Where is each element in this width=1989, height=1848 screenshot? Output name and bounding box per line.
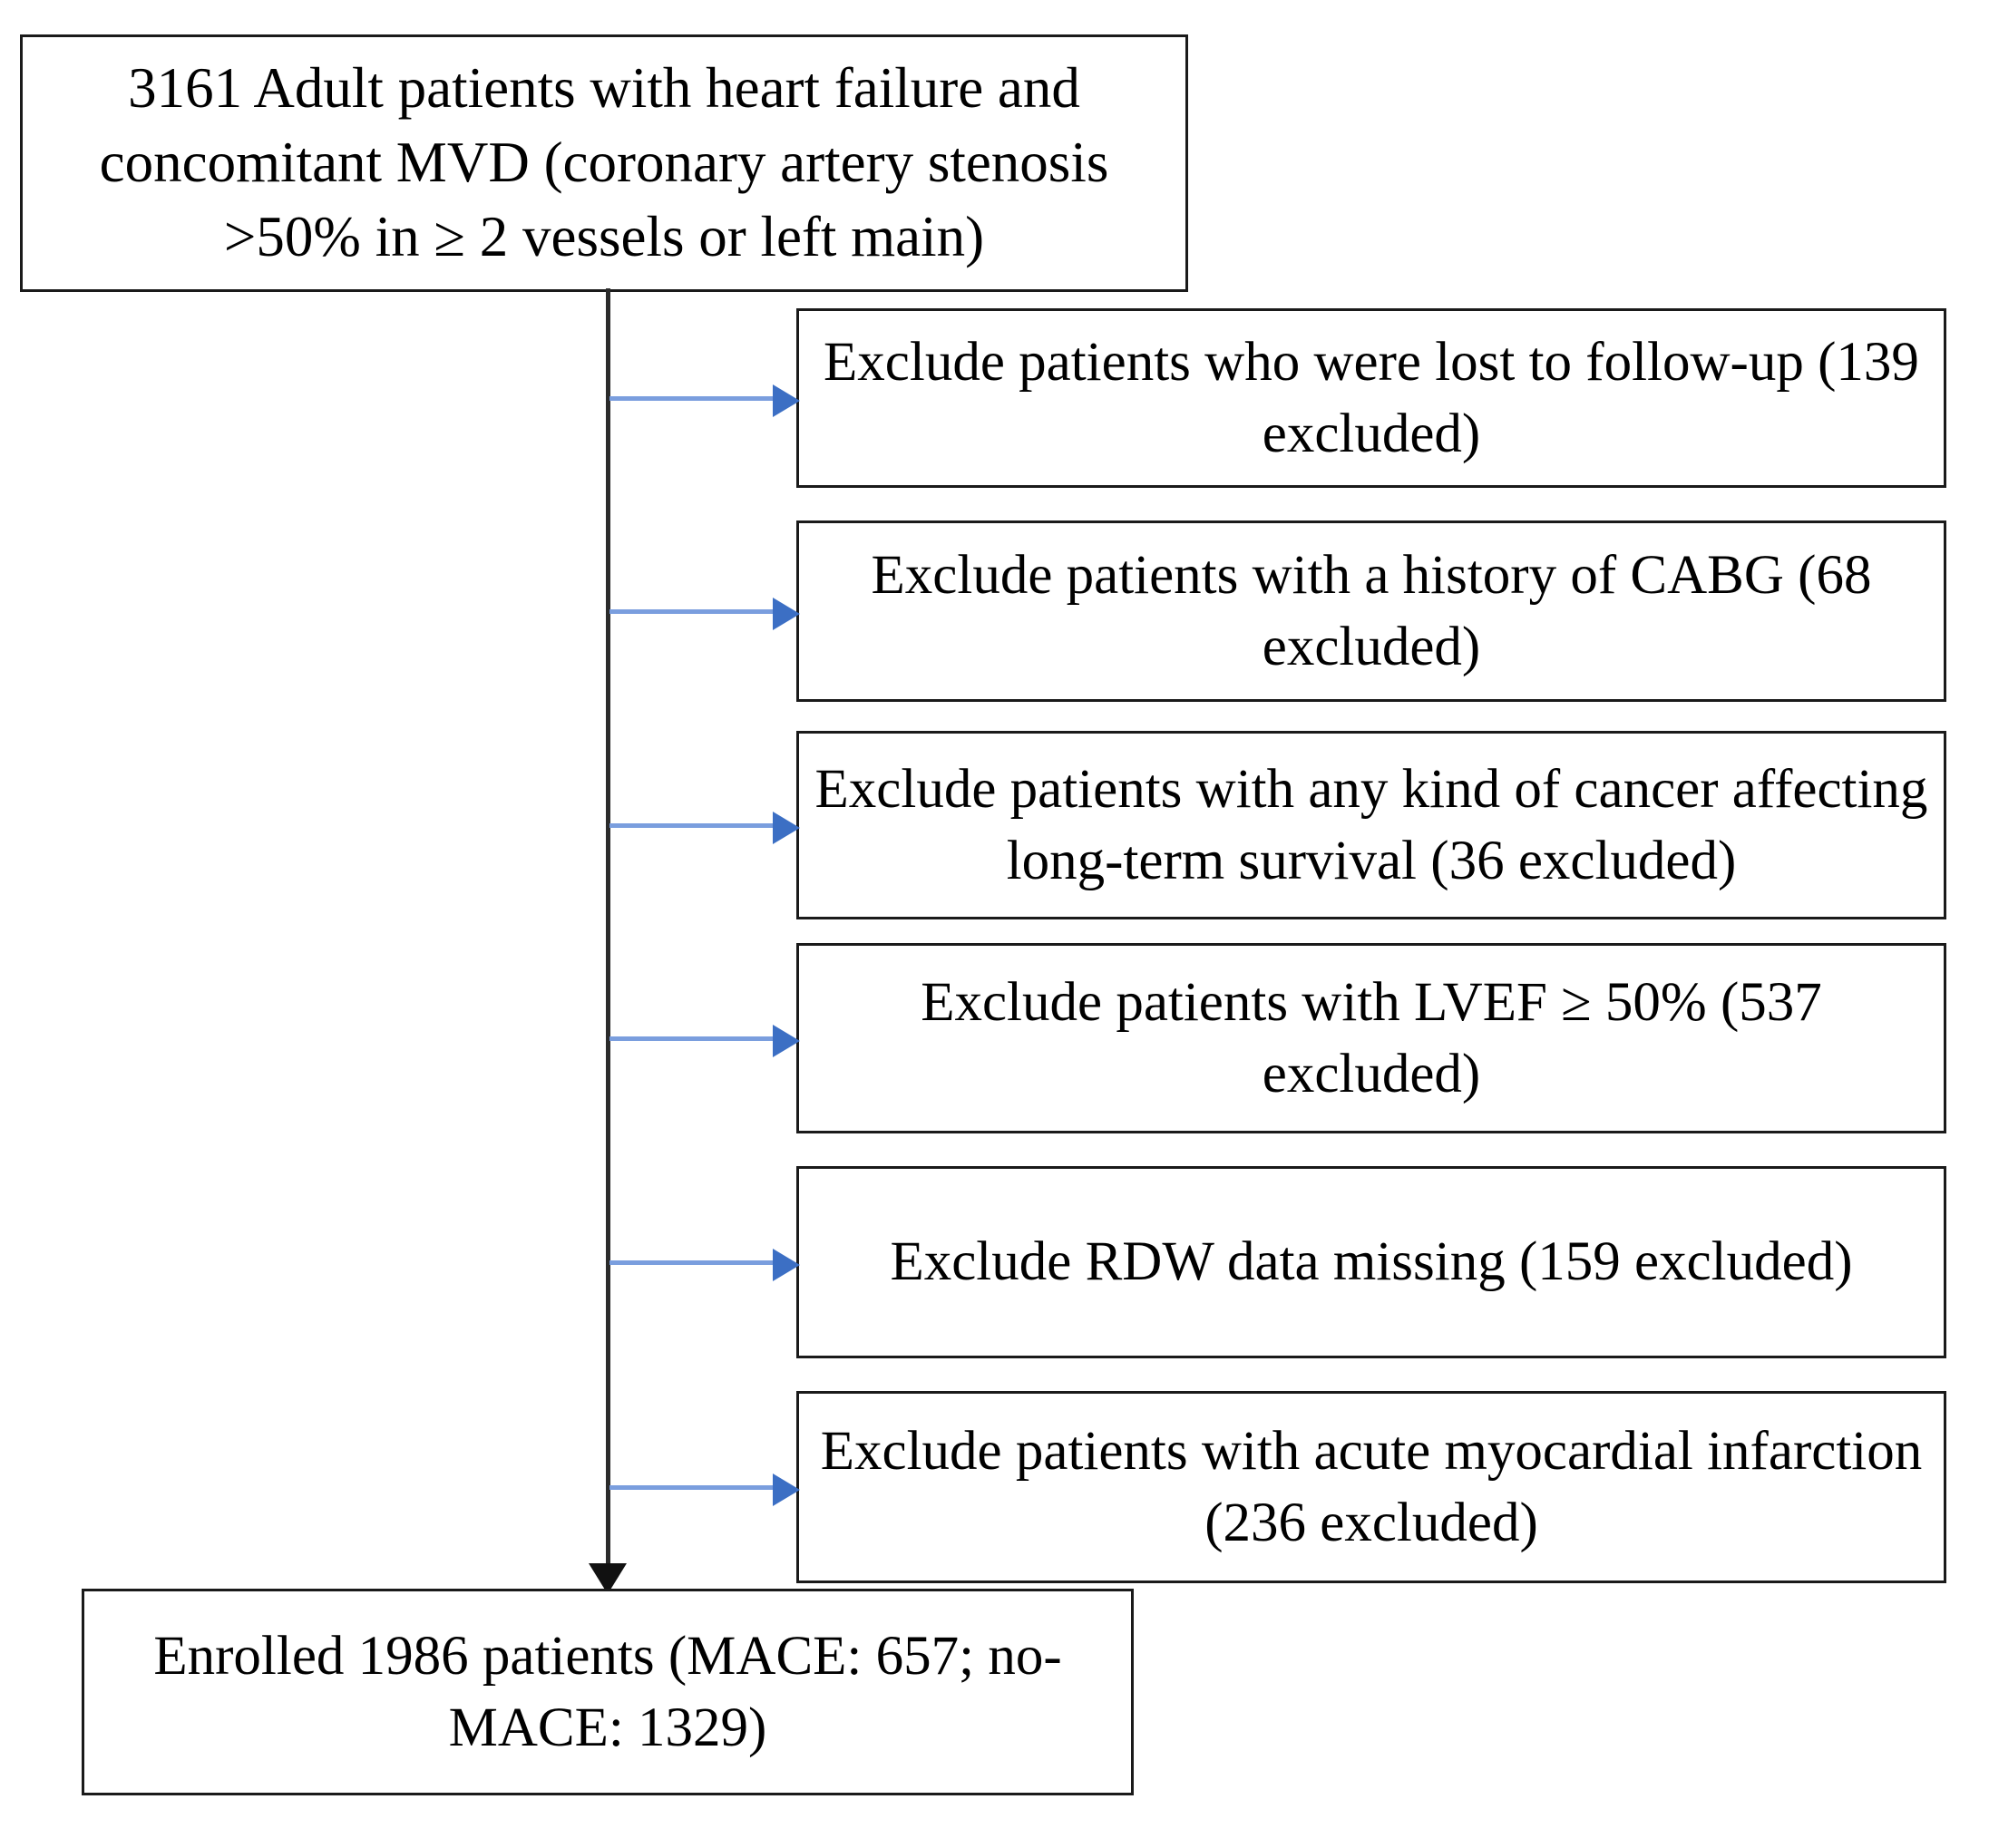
exclusion-text: Exclude RDW data missing (159 excluded) [890, 1231, 1853, 1293]
trunk-connector-line [606, 288, 610, 1589]
exclusion-box-cancer: Exclude patients with any kind of cancer… [796, 731, 1946, 919]
exclusion-text: Exclude patients who were lost to follow… [824, 331, 1919, 464]
exclusion-box-lvef: Exclude patients with LVEF ≥ 50% (537 ex… [796, 943, 1946, 1133]
enrollment-source-text: 3161 Adult patients with heart failure a… [99, 56, 1109, 268]
enrolled-cohort-box: Enrolled 1986 patients (MACE: 657; no-MA… [82, 1589, 1134, 1795]
exclusion-connector-line [609, 609, 778, 614]
exclusion-connector-line [609, 823, 778, 828]
exclusion-text: Exclude patients with any kind of cancer… [814, 758, 1928, 891]
exclusion-box-cabg-history: Exclude patients with a history of CABG … [796, 520, 1946, 702]
exclusion-box-acute-mi: Exclude patients with acute myocardial i… [796, 1391, 1946, 1583]
exclusion-text: Exclude patients with a history of CABG … [871, 544, 1872, 677]
exclusion-text: Exclude patients with LVEF ≥ 50% (537 ex… [921, 971, 1822, 1104]
exclusion-connector-line [609, 1036, 778, 1041]
exclusion-box-rdw-missing: Exclude RDW data missing (159 excluded) [796, 1166, 1946, 1358]
exclusion-arrowhead-icon [773, 1249, 800, 1281]
enrollment-source-box: 3161 Adult patients with heart failure a… [20, 34, 1188, 292]
enrolled-cohort-text: Enrolled 1986 patients (MACE: 657; no-MA… [153, 1625, 1062, 1758]
exclusion-connector-line [609, 1485, 778, 1490]
exclusion-arrowhead-icon [773, 812, 800, 844]
exclusion-box-lost-to-followup: Exclude patients who were lost to follow… [796, 308, 1946, 488]
exclusion-connector-line [609, 1260, 778, 1265]
exclusion-arrowhead-icon [773, 598, 800, 630]
exclusion-connector-line [609, 396, 778, 401]
exclusion-arrowhead-icon [773, 384, 800, 417]
exclusion-arrowhead-icon [773, 1025, 800, 1057]
exclusion-arrowhead-icon [773, 1474, 800, 1506]
exclusion-text: Exclude patients with acute myocardial i… [820, 1420, 1923, 1553]
